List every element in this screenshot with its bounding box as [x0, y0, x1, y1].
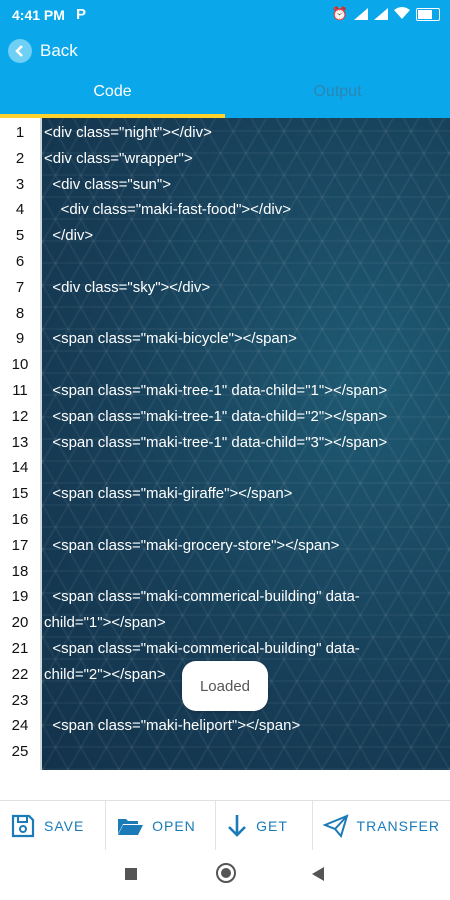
- line-number: 20: [11, 614, 29, 632]
- battery-icon: [416, 7, 440, 21]
- code-line[interactable]: <span class="maki-tree-1" data-child="3"…: [44, 433, 388, 451]
- status-time: 4:41 PM: [12, 7, 65, 23]
- line-number: 6: [15, 252, 25, 270]
- line-number: 24: [11, 717, 29, 735]
- line-number: 10: [11, 356, 29, 374]
- line-number: 4: [15, 201, 25, 219]
- line-number: 18: [11, 562, 29, 580]
- code-line[interactable]: <span class="maki-heliport"></span>: [44, 717, 301, 735]
- transfer-button[interactable]: TRANSFER: [313, 801, 450, 851]
- alarm-icon: ⏰: [331, 6, 348, 21]
- line-number: 5: [15, 227, 25, 245]
- line-number: 25: [11, 743, 29, 761]
- toast-message: Loaded: [182, 661, 268, 711]
- system-nav-bar: [0, 850, 450, 900]
- send-icon: [322, 814, 349, 838]
- back-button[interactable]: Back: [8, 36, 78, 66]
- open-button[interactable]: OPEN: [106, 801, 217, 851]
- transfer-label: TRANSFER: [356, 818, 440, 834]
- back-label: Back: [40, 41, 78, 60]
- tab-output[interactable]: Output: [313, 83, 362, 100]
- code-line[interactable]: <span class="maki-grocery-store"></span>: [44, 536, 340, 554]
- code-line[interactable]: <div class="sky"></div>: [44, 278, 211, 296]
- code-line[interactable]: <span class="maki-tree-1" data-child="2"…: [44, 407, 388, 425]
- code-line[interactable]: <div class="wrapper">: [44, 149, 193, 167]
- line-number: 2: [15, 149, 25, 167]
- save-button[interactable]: SAVE: [0, 801, 107, 851]
- code-line[interactable]: child="2"></span>: [44, 665, 166, 683]
- line-number: 9: [15, 330, 25, 348]
- code-line[interactable]: <span class="maki-commerical-building" d…: [44, 588, 360, 606]
- code-line[interactable]: </div>: [44, 227, 94, 245]
- open-label: OPEN: [152, 818, 196, 834]
- status-bar: 4:41 PM P ⏰: [0, 0, 450, 30]
- line-number: 1: [15, 124, 25, 141]
- save-label: SAVE: [44, 818, 85, 834]
- status-icons: ⏰: [332, 6, 440, 22]
- code-line[interactable]: <div class="maki-fast-food"></div>: [44, 201, 292, 219]
- chevron-left-icon: [8, 39, 32, 63]
- line-number: 16: [11, 510, 29, 528]
- line-number: 17: [11, 536, 29, 554]
- line-number: 22: [11, 665, 29, 683]
- line-number: 8: [15, 304, 25, 322]
- get-button[interactable]: GET: [216, 801, 313, 851]
- line-number: 12: [11, 407, 29, 425]
- recents-icon[interactable]: [125, 868, 137, 880]
- tab-bar: Code Output: [0, 76, 450, 118]
- code-line[interactable]: [42, 739, 450, 765]
- folder-open-icon: [118, 819, 144, 835]
- line-number: 13: [11, 433, 29, 451]
- back-triangle-icon[interactable]: [312, 867, 324, 881]
- line-number: 15: [11, 485, 29, 503]
- code-line[interactable]: child="1"></span>: [44, 614, 166, 632]
- code-line[interactable]: [42, 455, 450, 481]
- line-number: 14: [11, 459, 29, 477]
- code-line[interactable]: [42, 352, 450, 378]
- code-line[interactable]: <div class="night"></div>: [44, 124, 212, 141]
- line-number: 11: [12, 381, 28, 399]
- code-line[interactable]: <span class="maki-bicycle"></span>: [44, 330, 297, 348]
- app-bar: Back Code Output: [0, 30, 450, 118]
- code-line[interactable]: [42, 559, 450, 585]
- signal-icon: [354, 8, 368, 20]
- line-number: 7: [15, 278, 25, 296]
- code-line[interactable]: <span class="maki-tree-1" data-child="1"…: [44, 381, 388, 399]
- code-line[interactable]: <span class="maki-giraffe"></span>: [44, 485, 293, 503]
- line-number: 23: [11, 691, 29, 709]
- signal-icon: [374, 8, 388, 20]
- app-indicator-icon: P: [76, 6, 87, 23]
- line-number: 21: [11, 639, 29, 657]
- tab-code[interactable]: Code: [0, 76, 225, 118]
- line-number: 19: [11, 588, 29, 606]
- wifi-icon: [394, 6, 410, 22]
- arrow-down-icon: [228, 815, 247, 837]
- save-icon: [11, 814, 35, 838]
- code-line[interactable]: [42, 507, 450, 533]
- line-number: 3: [15, 175, 25, 193]
- code-line[interactable]: [42, 301, 450, 327]
- home-icon[interactable]: [216, 863, 236, 883]
- code-line[interactable]: [42, 249, 450, 275]
- get-label: GET: [256, 818, 288, 834]
- code-line[interactable]: <div class="sun">: [44, 175, 171, 193]
- bottom-toolbar: SAVE OPEN GET TRANSFER: [0, 800, 450, 851]
- code-line[interactable]: <span class="maki-commerical-building" d…: [44, 639, 360, 657]
